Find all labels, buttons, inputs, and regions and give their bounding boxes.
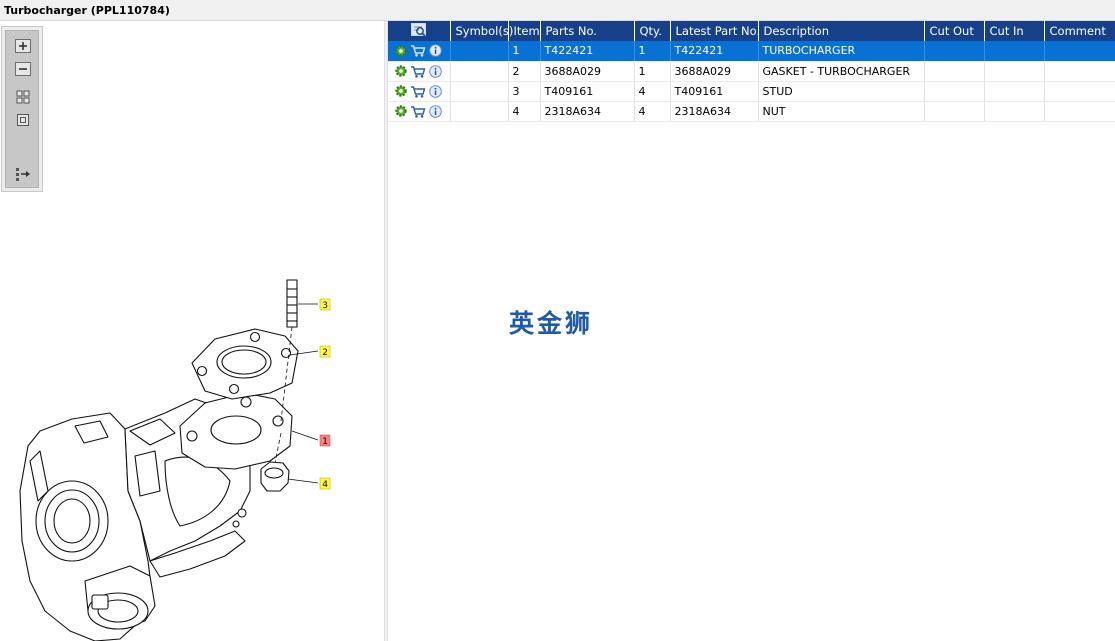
row-actions xyxy=(388,81,451,102)
description-cell: STUD xyxy=(758,81,925,102)
callout-label: 4 xyxy=(322,480,328,490)
parts-table: Symbol(s) Item Parts No. Qty. Latest Par… xyxy=(388,21,1115,122)
zoom-in-button[interactable] xyxy=(13,37,33,55)
cut-out-cell xyxy=(924,101,985,122)
item-cell: 1 xyxy=(508,41,541,62)
description-column-header[interactable]: Description xyxy=(758,21,925,41)
callout-label: 1 xyxy=(322,437,328,447)
latest-part-no-cell: 3688A029 xyxy=(670,61,759,82)
callout-label: 3 xyxy=(322,301,328,311)
latest-part-no-cell: 2318A634 xyxy=(670,101,759,122)
table-header-row: Symbol(s) Item Parts No. Qty. Latest Par… xyxy=(388,21,1115,41)
cut-in-cell xyxy=(984,61,1045,82)
description-cell: GASKET - TURBOCHARGER xyxy=(758,61,925,82)
parts-list-pane: Symbol(s) Item Parts No. Qty. Latest Par… xyxy=(388,21,1115,641)
actual-size-button[interactable] xyxy=(13,111,33,129)
zoom-out-button[interactable] xyxy=(13,60,33,78)
fit-grid-button[interactable] xyxy=(13,88,33,106)
comment-column-header[interactable]: Comment xyxy=(1044,21,1115,41)
shopping-cart-icon[interactable] xyxy=(410,105,426,118)
symbols-cell xyxy=(450,61,509,82)
comment-cell xyxy=(1044,41,1115,62)
latest-part-no-column-header[interactable]: Latest Part No. xyxy=(670,21,760,41)
item-cell: 3 xyxy=(508,81,541,102)
title-bar: Turbocharger (PPL110784) xyxy=(0,0,1115,21)
table-row[interactable]: 2 3688A029 1 3688A029 GASKET - TURBOCHAR… xyxy=(388,61,1115,82)
cut-out-cell xyxy=(924,81,985,102)
callout-3[interactable]: 3 xyxy=(319,298,331,311)
cut-in-cell xyxy=(984,41,1045,62)
comment-cell xyxy=(1044,61,1115,82)
row-actions xyxy=(388,41,451,62)
zoom-out-icon xyxy=(15,62,31,76)
info-icon[interactable] xyxy=(429,104,442,118)
parts-no-cell: T409161 xyxy=(540,81,635,102)
symbols-cell xyxy=(450,101,509,122)
row-actions xyxy=(388,101,451,122)
preview-column-header[interactable] xyxy=(388,21,451,41)
row-actions xyxy=(388,61,451,82)
window-title: Turbocharger (PPL110784) xyxy=(4,4,170,17)
export-list-icon xyxy=(16,168,30,181)
qty-cell: 4 xyxy=(634,81,671,102)
item-cell: 2 xyxy=(508,61,541,82)
description-cell: NUT xyxy=(758,101,925,122)
shopping-cart-icon[interactable] xyxy=(410,85,426,98)
actual-size-icon xyxy=(17,114,29,126)
cut-in-cell xyxy=(984,81,1045,102)
symbols-cell xyxy=(450,41,509,62)
pane-splitter[interactable] xyxy=(384,21,388,641)
qty-cell: 4 xyxy=(634,101,671,122)
parts-no-cell: 3688A029 xyxy=(540,61,635,82)
toolbox-panel xyxy=(5,30,39,188)
fit-grid-icon xyxy=(16,90,30,104)
item-column-header[interactable]: Item xyxy=(508,21,541,41)
gear-icon[interactable] xyxy=(395,65,407,77)
shopping-cart-icon[interactable] xyxy=(410,65,426,78)
comment-cell xyxy=(1044,101,1115,122)
drawing-pane[interactable]: 3 2 1 4 xyxy=(0,21,384,641)
drawing-toolbox xyxy=(1,26,43,192)
shopping-cart-icon[interactable] xyxy=(410,44,426,57)
gear-icon[interactable] xyxy=(395,105,407,117)
cut-out-column-header[interactable]: Cut Out xyxy=(924,21,985,41)
export-list-button[interactable] xyxy=(13,165,33,183)
callout-1[interactable]: 1 xyxy=(319,434,331,447)
watermark-logo: 英金狮 xyxy=(509,309,594,338)
callout-label: 2 xyxy=(322,348,328,358)
latest-part-no-cell: T409161 xyxy=(670,81,759,102)
callout-4[interactable]: 4 xyxy=(319,477,331,490)
info-icon[interactable] xyxy=(429,64,442,78)
table-row[interactable]: 4 2318A634 4 2318A634 NUT xyxy=(388,101,1115,122)
info-icon[interactable] xyxy=(429,44,442,58)
qty-cell: 1 xyxy=(634,41,671,62)
cut-out-cell xyxy=(924,41,985,62)
latest-part-no-cell: T422421 xyxy=(670,41,759,62)
parts-no-column-header[interactable]: Parts No. xyxy=(540,21,635,41)
turbocharger-exploded-drawing[interactable]: 3 2 1 4 xyxy=(0,241,384,641)
comment-cell xyxy=(1044,81,1115,102)
cut-in-column-header[interactable]: Cut In xyxy=(984,21,1045,41)
parts-no-cell: 2318A634 xyxy=(540,101,635,122)
qty-column-header[interactable]: Qty. xyxy=(634,21,671,41)
gear-icon[interactable] xyxy=(395,85,407,97)
info-icon[interactable] xyxy=(429,84,442,98)
item-cell: 4 xyxy=(508,101,541,122)
callout-2[interactable]: 2 xyxy=(319,345,331,358)
symbols-column-header[interactable]: Symbol(s) xyxy=(450,21,513,41)
parts-no-cell: T422421 xyxy=(540,41,635,62)
description-cell: TURBOCHARGER xyxy=(758,41,925,62)
document-preview-icon xyxy=(411,23,427,37)
cut-in-cell xyxy=(984,101,1045,122)
table-row[interactable]: 1 T422421 1 T422421 TURBOCHARGER xyxy=(388,41,1115,62)
gear-icon[interactable] xyxy=(395,45,407,57)
zoom-in-icon xyxy=(15,39,31,53)
symbols-cell xyxy=(450,81,509,102)
table-row[interactable]: 3 T409161 4 T409161 STUD xyxy=(388,81,1115,102)
cut-out-cell xyxy=(924,61,985,82)
qty-cell: 1 xyxy=(634,61,671,82)
